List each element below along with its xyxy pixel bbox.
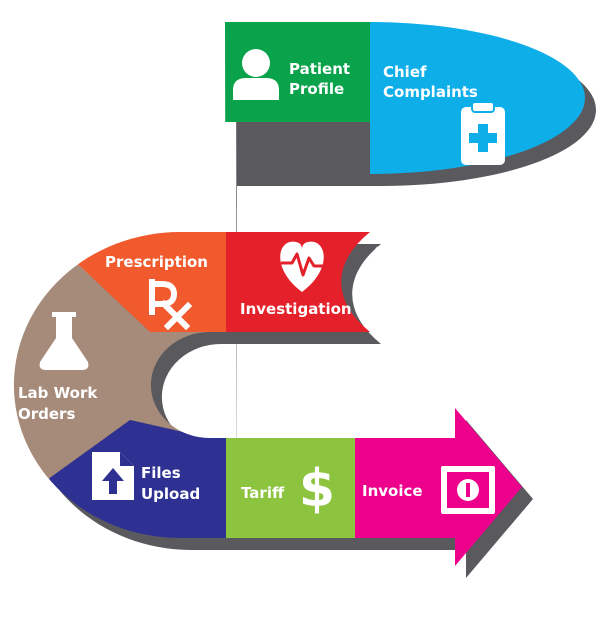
label-files-upload: Files Upload	[141, 464, 200, 503]
stethoscope-icon	[455, 189, 493, 249]
dollar-icon: $	[299, 459, 335, 519]
clipboard-icon	[461, 101, 505, 165]
segment-lab-work-orders	[13, 240, 210, 485]
flask-icon	[39, 312, 89, 370]
banknote-icon	[441, 466, 495, 514]
label-clinical-examination: Clinical Examination	[374, 243, 479, 282]
file-upload-icon	[92, 452, 134, 500]
label-investigation: Investigation	[240, 300, 352, 318]
stethoscope-chestpiece-icon	[478, 196, 498, 216]
label-invoice: Invoice	[362, 482, 423, 500]
segment-tariff	[226, 438, 355, 538]
rx-icon	[149, 279, 193, 331]
label-tariff: Tariff	[241, 484, 285, 502]
label-patient-profile: Patient Profile	[289, 60, 355, 98]
label-lab-work-orders: Lab Work Orders	[18, 384, 103, 423]
dollar-glyph: $	[299, 459, 335, 519]
label-prescription: Prescription	[105, 253, 208, 271]
label-chief-complaints: Chief Complaints	[383, 63, 478, 101]
heart-pulse-icon	[280, 241, 324, 292]
user-icon	[233, 49, 279, 100]
